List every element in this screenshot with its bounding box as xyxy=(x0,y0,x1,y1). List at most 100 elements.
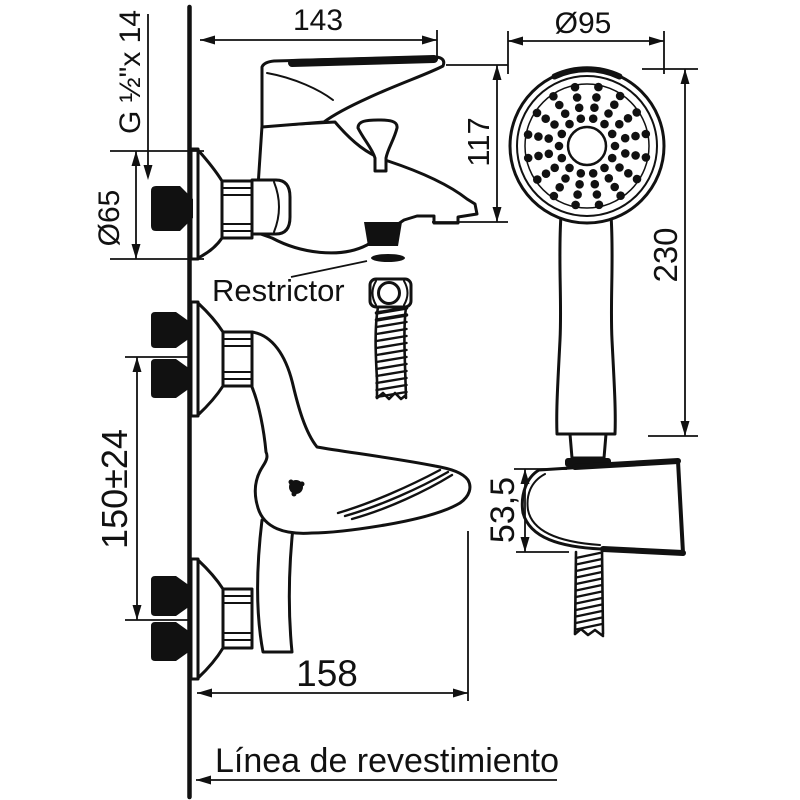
spray-nozzle-dot xyxy=(641,129,651,139)
escutcheon-flange xyxy=(196,148,224,260)
spray-nozzle-dot xyxy=(523,153,533,163)
inlet-connector xyxy=(250,178,292,236)
spray-nozzle-dot xyxy=(534,132,543,141)
dimension-117: 117 xyxy=(432,64,508,223)
shower-head-rim xyxy=(508,67,666,225)
spray-nozzle-dot xyxy=(554,141,564,151)
spray-nozzle-dot xyxy=(573,190,582,199)
lower-inlet-neck xyxy=(256,516,296,654)
spray-nozzle-dot xyxy=(576,169,586,178)
spray-nozzle-dot xyxy=(600,163,609,173)
restrictor-callout: Restrictor xyxy=(212,273,345,308)
mixer-side-view xyxy=(151,55,479,261)
spray-nozzle-dot xyxy=(588,114,598,123)
eccentric-union-upper-a xyxy=(151,312,190,348)
dimension-230: 230 xyxy=(642,68,698,437)
dim-143-label: 143 xyxy=(293,4,343,37)
eccentric-union-upper-b xyxy=(151,359,190,398)
handle-screw xyxy=(288,479,305,497)
spray-nozzle-dot xyxy=(607,153,617,163)
wall-line-callout: Línea de revestimiento xyxy=(196,742,559,785)
restrictor-and-hose xyxy=(290,254,413,401)
spray-nozzle-dot xyxy=(604,174,614,183)
spray-nozzle-dot xyxy=(570,82,580,92)
restrictor-label: Restrictor xyxy=(212,273,345,308)
spray-nozzle-dot xyxy=(615,163,624,172)
eccentric-union xyxy=(151,186,193,231)
spray-nozzle-dot xyxy=(544,134,553,143)
spray-nozzle-dot xyxy=(641,153,651,162)
spray-nozzle-dot xyxy=(615,91,625,101)
dim-escutcheon-label: Ø65 xyxy=(93,190,126,247)
dim-inlet-spacing-label: 150±24 xyxy=(94,429,135,549)
spray-nozzle-dot xyxy=(594,200,604,210)
lever-handle-side xyxy=(260,55,446,129)
spray-nozzle-dot xyxy=(610,182,619,192)
spray-nozzle-dot xyxy=(623,114,633,123)
spray-nozzle-dot xyxy=(594,82,603,92)
spray-nozzle-dot xyxy=(576,114,586,123)
spray-nozzle-dot xyxy=(610,100,619,109)
diverter-knob xyxy=(356,118,399,173)
spray-nozzle-dot xyxy=(523,130,533,139)
spray-nozzle-dot xyxy=(560,109,570,118)
lever-blade-lines xyxy=(336,468,454,521)
spray-nozzle-dot xyxy=(533,175,542,184)
eccentric-union-lower-a xyxy=(151,576,190,616)
wall-line-label: Línea de revestimiento xyxy=(215,742,559,780)
wall-union-nut-upper xyxy=(221,330,254,388)
spray-nozzle-dot xyxy=(590,179,600,189)
spray-nozzle-dot xyxy=(557,153,567,163)
spray-nozzle-dot xyxy=(561,174,570,183)
spray-nozzle-dot xyxy=(621,149,630,158)
spray-nozzle-dot xyxy=(550,120,559,129)
shower-handle xyxy=(555,213,617,436)
mixer-body-front xyxy=(250,330,472,535)
dim-158-label: 158 xyxy=(296,653,358,694)
hose-swivel-ball xyxy=(377,281,401,305)
mixer-front-view xyxy=(151,300,472,681)
spray-nozzle-dot xyxy=(555,183,564,192)
handle-connector xyxy=(568,432,608,460)
spray-nozzle-dot xyxy=(615,119,624,129)
hand-shower xyxy=(508,66,686,638)
spray-nozzle-dot xyxy=(532,108,542,118)
spray-nozzle-dot xyxy=(557,129,567,139)
spray-nozzle-dot xyxy=(620,133,630,143)
spray-nozzle-dot xyxy=(631,151,640,160)
wall-union-nut-lower xyxy=(221,587,254,650)
spray-nozzle-dot xyxy=(549,191,559,201)
spray-nozzle-dot xyxy=(631,131,640,141)
restrictor-leader xyxy=(290,260,368,278)
spray-nozzle-dot xyxy=(632,174,642,184)
spray-nozzle-dot xyxy=(544,149,554,159)
spray-nozzle-dot xyxy=(534,151,543,161)
spray-nozzle-dot xyxy=(572,93,582,102)
dimension-thread-spec: G ½"x 14 xyxy=(114,10,153,180)
spray-nozzle-dot xyxy=(571,200,580,210)
spray-nozzle-dot xyxy=(616,191,625,200)
spray-nozzle-dot xyxy=(610,141,620,151)
dim-117-label: 117 xyxy=(461,117,496,166)
spray-nozzle-dot xyxy=(574,103,584,113)
shower-head-center xyxy=(566,125,608,167)
spray-nozzle-dot xyxy=(624,169,633,178)
spray-nozzle-dot xyxy=(600,119,609,129)
spray-nozzle-dot xyxy=(549,92,558,101)
spray-nozzle-dot xyxy=(590,103,599,112)
spray-nozzle-dot xyxy=(565,119,574,129)
spray-nozzle-dot xyxy=(588,169,598,178)
restrictor-disc xyxy=(371,254,405,262)
spray-nozzle-dot xyxy=(632,108,641,117)
spray-nozzle-dot xyxy=(592,190,602,199)
dimension-holder-height: 53,5 xyxy=(484,468,569,553)
holder-hose xyxy=(573,548,605,638)
escutcheon-flange-lower xyxy=(196,558,225,680)
spray-nozzle-dot xyxy=(565,163,574,173)
spray-nozzle-dot xyxy=(555,100,564,110)
shower-face-dots xyxy=(523,82,651,210)
flex-hose-ribs xyxy=(374,306,409,399)
spray-nozzle-dot xyxy=(575,180,584,189)
dimension-143: 143 xyxy=(200,4,438,60)
